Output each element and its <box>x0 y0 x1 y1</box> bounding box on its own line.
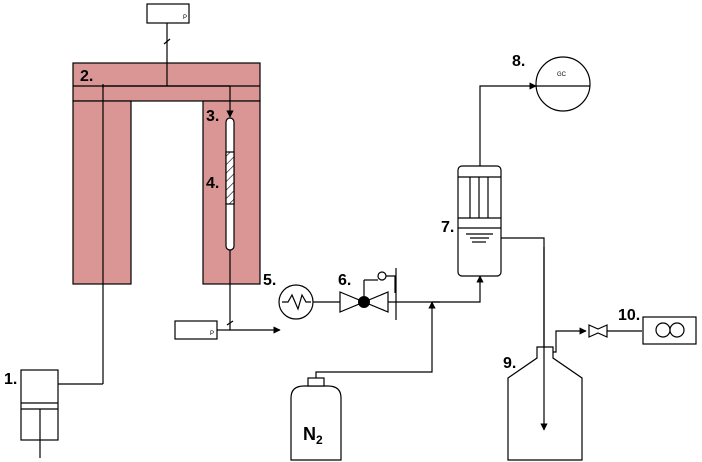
back-pressure-valve <box>339 268 440 320</box>
label-10: 10. <box>618 307 640 324</box>
label-2: 2. <box>80 68 93 85</box>
label-1: 1. <box>4 371 17 388</box>
label-5: 5. <box>263 272 276 289</box>
heat-exchanger <box>278 284 340 320</box>
nitrogen-cylinder: N2 <box>290 301 436 461</box>
flow-restrictor <box>588 324 642 338</box>
label-8: 8. <box>512 53 525 70</box>
label-9: 9. <box>503 355 516 372</box>
reactor-tube <box>225 117 281 334</box>
syringe-pump <box>20 369 103 458</box>
top-sensor-mark: P <box>183 15 187 21</box>
label-7: 7. <box>441 219 454 236</box>
gas-liquid-separator <box>457 165 502 277</box>
gc-label: GC <box>557 72 567 78</box>
label-6: 6. <box>338 272 351 289</box>
gas-flow-meter <box>642 316 697 345</box>
label-4: 4. <box>206 175 219 192</box>
label-3: 3. <box>206 108 219 125</box>
svg-text:N2: N2 <box>303 424 323 447</box>
gas-to-gc-line <box>479 82 537 166</box>
catalyst-bed <box>225 151 235 205</box>
bottom-pressure-sensor: P <box>174 320 234 340</box>
top-pressure-sensor: P <box>146 3 190 86</box>
furnace-gas-line <box>102 84 234 384</box>
gas-chromatograph: GC <box>535 56 591 112</box>
feed-to-separator-line <box>432 275 484 303</box>
bottom-sensor-mark: P <box>210 331 214 337</box>
n2-label: N <box>303 424 316 444</box>
collection-vessel <box>507 247 587 461</box>
n2-subscript: 2 <box>316 433 323 447</box>
